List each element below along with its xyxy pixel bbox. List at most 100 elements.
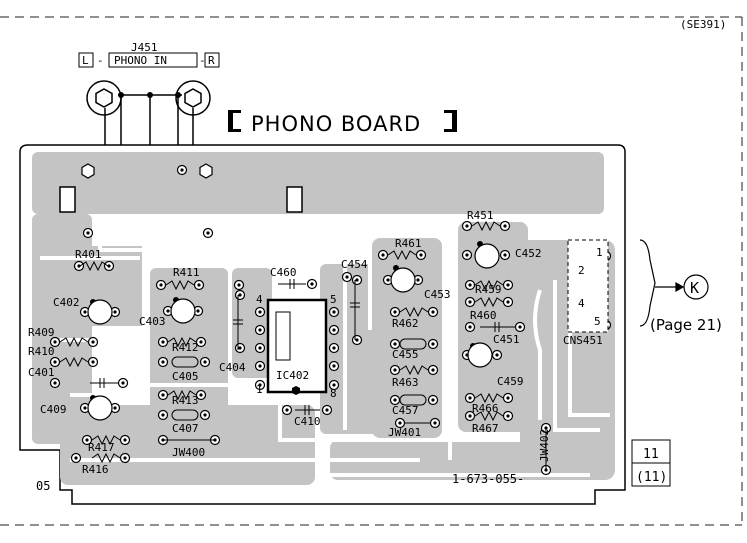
label-r417: R417 [88, 441, 115, 454]
label-r411: R411 [173, 266, 200, 279]
solder-pad-hole [393, 310, 397, 314]
page-number-top: 11 [643, 447, 659, 462]
label-c451: C451 [493, 333, 520, 346]
solder-pad-hole [74, 456, 78, 460]
label-r410: R410 [28, 345, 55, 358]
label-r460: R460 [470, 309, 497, 322]
solder-pad-hole [465, 224, 469, 228]
ic-pin-8: 8 [330, 387, 337, 400]
svg-text:-: - [199, 54, 206, 67]
label-c401: C401 [28, 366, 55, 379]
label-c452: C452 [515, 247, 542, 260]
cns451-connector [567, 239, 609, 333]
label-c402: C402 [53, 296, 80, 309]
corner-code: 05 [36, 479, 50, 493]
solder-pad-hole [196, 309, 200, 313]
solder-pad-hole [433, 421, 437, 425]
solder-pad-hole [258, 364, 262, 368]
solder-pad-hole [398, 421, 402, 425]
solder-pad-hole [431, 368, 435, 372]
component-symbols [59, 220, 547, 470]
label-jw401: JW401 [388, 426, 421, 439]
solder-pad-hole [393, 342, 397, 346]
electrolytic-capacitors [87, 243, 500, 421]
solder-pad-hole [355, 338, 359, 342]
solder-pad-hole [355, 278, 359, 282]
ic-pin-5: 5 [330, 293, 337, 306]
solder-pad-hole [258, 346, 262, 350]
ic-pin-1: 1 [256, 383, 263, 396]
label-c410: C410 [294, 415, 321, 428]
doc-code: (SE391) [680, 18, 726, 31]
solder-pads [49, 164, 612, 476]
solder-pad-hole [203, 413, 207, 417]
solder-pad-hole [161, 340, 165, 344]
label-c404: C404 [219, 361, 246, 374]
solder-pad-hole [285, 408, 289, 412]
label-c405: C405 [172, 370, 199, 383]
solder-pad-hole [238, 346, 242, 350]
label-ic402: IC402 [276, 369, 309, 382]
label-r466: R466 [472, 402, 499, 415]
solder-pad-hole [180, 168, 184, 172]
solder-pad-hole [123, 438, 127, 442]
cns-pin-5: 5 [594, 315, 601, 328]
solder-pad-hole [91, 360, 95, 364]
solder-pad-hole [506, 414, 510, 418]
solder-pad-hole [468, 414, 472, 418]
solder-pad-hole [468, 300, 472, 304]
solder-pad-hole [503, 253, 507, 257]
label-r463: R463 [392, 376, 419, 389]
solder-pad-hole [53, 340, 57, 344]
label-c409: C409 [40, 403, 67, 416]
ic402-outline [266, 298, 328, 395]
solder-pad-hole [431, 310, 435, 314]
solder-pad-hole [345, 275, 349, 279]
solder-pad-hole [197, 283, 201, 287]
label-c454: C454 [341, 258, 368, 271]
solder-pad-hole [77, 264, 81, 268]
phono-in-connector-label: J451 L - PHONO IN - R [78, 41, 220, 68]
solder-pad-hole [506, 300, 510, 304]
page-number-box [631, 439, 671, 487]
label-r461: R461 [395, 237, 422, 250]
solder-pad-hole [393, 368, 397, 372]
label-r451: R451 [467, 209, 494, 222]
solder-pad-hole [310, 282, 314, 286]
solder-pad-hole [86, 231, 90, 235]
solder-pad-hole [332, 328, 336, 332]
solder-pad-hole [258, 383, 262, 387]
solder-pad-hole [206, 231, 210, 235]
label-c403: C403 [139, 315, 166, 328]
connector-left: L [82, 54, 89, 67]
connector-ref: J451 [131, 41, 158, 54]
component-labels: R401 R411 C460 C454 R461 R451 C452 C402 … [28, 209, 603, 476]
solder-pad-hole [199, 340, 203, 344]
solder-pad-hole [53, 381, 57, 385]
solder-pad-hole [159, 283, 163, 287]
jack-junction-dots [118, 92, 181, 98]
cns-pin-1: 1 [596, 246, 603, 259]
page-ref-text: (Page 21) [650, 316, 722, 334]
board-title: PHONO BOARD [251, 112, 421, 136]
solder-pad-hole [495, 353, 499, 357]
ic-pin-4: 4 [256, 293, 263, 306]
solder-pad-hole [332, 346, 336, 350]
solder-pad-hole [161, 393, 165, 397]
solder-pad-hole [258, 328, 262, 332]
solder-pad-hole [85, 438, 89, 442]
solder-pad-hole [518, 325, 522, 329]
solder-pad-hole [91, 340, 95, 344]
label-cns451: CNS451 [563, 334, 603, 347]
solder-pad-hole [431, 398, 435, 402]
solder-pad-hole [121, 381, 125, 385]
solder-pad-hole [506, 396, 510, 400]
label-jw402: JW402 [538, 429, 551, 462]
label-r459: R459 [475, 283, 502, 296]
page-ref-group [639, 239, 709, 327]
board-number: 1-673-055- [452, 472, 524, 486]
label-c459: C459 [497, 375, 524, 388]
solder-pad-hole [113, 406, 117, 410]
